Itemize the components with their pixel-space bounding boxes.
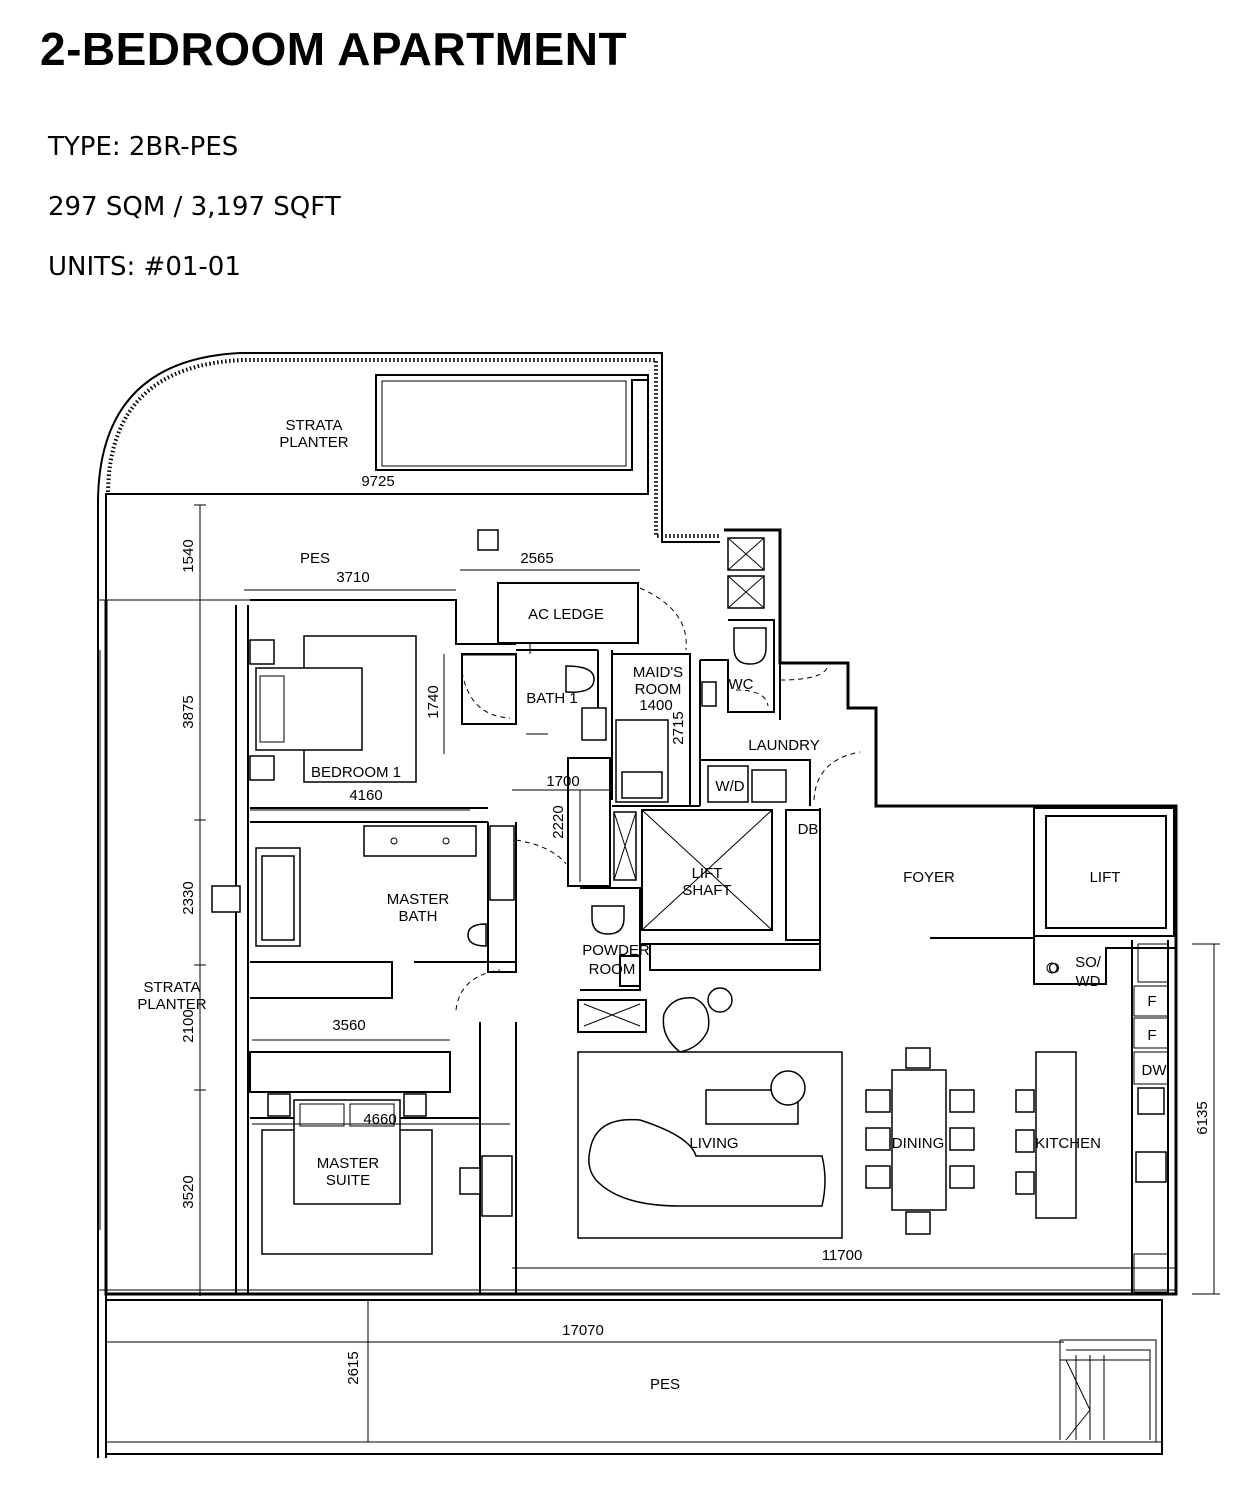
label-master-suite: MASTER (317, 1155, 380, 1172)
exterior-walls (98, 528, 1178, 1296)
dimension-lines (106, 493, 1220, 1442)
dim-11700: 11700 (822, 1247, 863, 1264)
dim-1700: 1700 (546, 773, 579, 790)
label-strata-planter-left: STRATA (144, 979, 201, 996)
label-master-bath: MASTER (387, 891, 450, 908)
label-db: DB (798, 821, 819, 838)
svg-text:SUITE: SUITE (326, 1172, 370, 1189)
label-maids-room: MAID'S (633, 664, 683, 681)
dim-2330: 2330 (180, 881, 197, 914)
svg-text:PLANTER: PLANTER (279, 434, 348, 451)
dim-4660: 4660 (363, 1111, 396, 1128)
label-wd: W/D (715, 778, 744, 795)
label-dw: DW (1142, 1062, 1168, 1079)
svg-text:BATH: BATH (399, 908, 438, 925)
label-laundry: LAUNDRY (748, 737, 819, 754)
stair-steps (1059, 1340, 1150, 1441)
svg-text:PLANTER: PLANTER (137, 996, 206, 1013)
label-powder-room: POWDER (582, 942, 650, 959)
label-kitchen: KITCHEN (1035, 1135, 1101, 1152)
sofa (588, 1118, 826, 1207)
label-wc: WC (729, 676, 754, 693)
dining-table (891, 1069, 947, 1211)
label-so-wd: SO/ (1075, 954, 1102, 971)
label-pes-top: PES (300, 550, 330, 567)
dim-4160: 4160 (349, 787, 382, 804)
label-bedroom1: BEDROOM 1 (311, 764, 401, 781)
label-lift-shaft: LIFT (692, 865, 723, 882)
page-title: 2-BEDROOM APARTMENT (40, 23, 628, 75)
svg-text:ROOM: ROOM (589, 961, 636, 978)
label-fridge-1: F (1147, 993, 1156, 1010)
dimension-labels: 9725 1540 3710 2565 3875 1740 1400 2715 … (180, 473, 1211, 1385)
dim-2565: 2565 (520, 550, 553, 567)
dim-3520: 3520 (180, 1175, 197, 1208)
label-lift: LIFT (1090, 869, 1121, 886)
label-o: O (1048, 960, 1060, 977)
room-labels: STRATA PLANTER PES AC LEDGE BATH 1 MAID'… (137, 417, 1167, 1393)
label-living: LIVING (689, 1135, 738, 1152)
label-strata-planter-top: STRATA (286, 417, 343, 434)
label-dining: DINING (892, 1135, 945, 1152)
dim-2220: 2220 (550, 805, 567, 838)
dim-2615: 2615 (345, 1351, 362, 1384)
desk (481, 1155, 513, 1217)
label-bath1: BATH 1 (526, 690, 577, 707)
unit-type: TYPE: 2BR-PES (48, 132, 239, 162)
svg-text:WD: WD (1076, 973, 1101, 990)
dim-2715: 2715 (670, 711, 687, 744)
dim-3710: 3710 (336, 569, 369, 586)
door-swings (455, 587, 861, 1011)
dim-1540: 1540 (180, 539, 197, 572)
label-foyer: FOYER (903, 869, 955, 886)
label-ac-ledge: AC LEDGE (528, 606, 604, 623)
svg-text:ROOM: ROOM (635, 681, 682, 698)
kitchen-island (1035, 1051, 1077, 1219)
furniture (211, 529, 1169, 1255)
dim-6135: 6135 (1194, 1101, 1211, 1134)
dim-1400: 1400 (639, 697, 672, 714)
pes-bottom-outline (106, 1299, 1163, 1455)
unit-numbers: UNITS: #01-01 (48, 252, 241, 282)
dim-9725: 9725 (361, 473, 394, 490)
label-fridge-2: F (1147, 1027, 1156, 1044)
dim-1740: 1740 (425, 685, 442, 718)
label-pes-bottom: PES (650, 1376, 680, 1393)
dim-3560: 3560 (332, 1017, 365, 1034)
dim-3875: 3875 (180, 695, 197, 728)
dim-17070: 17070 (562, 1322, 604, 1339)
dim-2100: 2100 (180, 1009, 197, 1042)
svg-text:SHAFT: SHAFT (682, 882, 731, 899)
unit-area: 297 SQM / 3,197 SQFT (48, 192, 341, 222)
